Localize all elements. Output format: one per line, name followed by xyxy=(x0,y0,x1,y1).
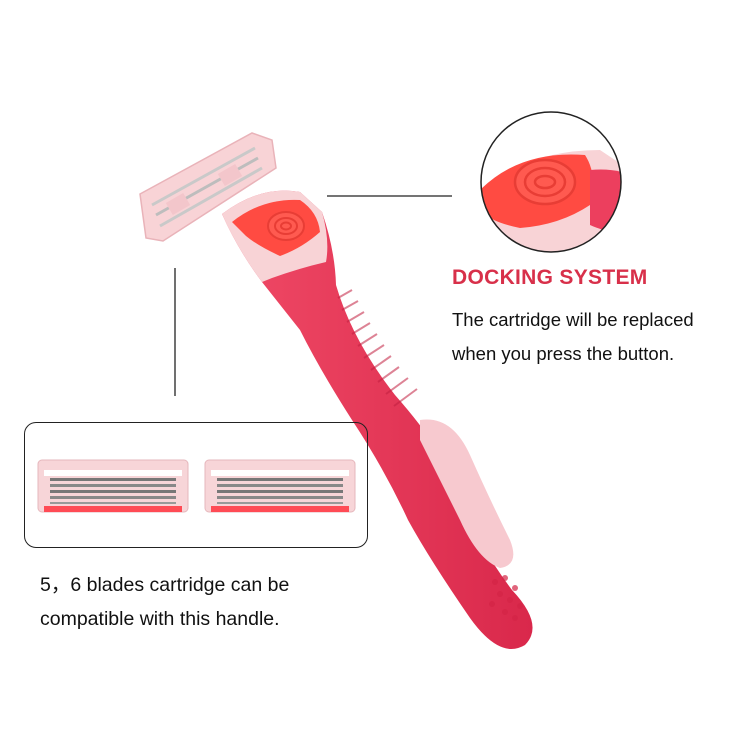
cartridge-right xyxy=(204,459,356,513)
razor-handle xyxy=(222,190,533,649)
cartridge-frame xyxy=(24,422,368,548)
docking-title: DOCKING SYSTEM xyxy=(452,266,648,289)
cartridge-left xyxy=(37,459,189,513)
docking-description-line1: The cartridge will be replaced xyxy=(452,309,694,330)
razor-head xyxy=(139,132,277,242)
docking-zoom-circle xyxy=(480,111,622,253)
compat-note-line1: 5，6 blades cartridge can be xyxy=(40,574,290,596)
docking-description-line2: when you press the button. xyxy=(452,343,675,364)
compat-note-line2: compatible with this handle. xyxy=(40,608,280,630)
